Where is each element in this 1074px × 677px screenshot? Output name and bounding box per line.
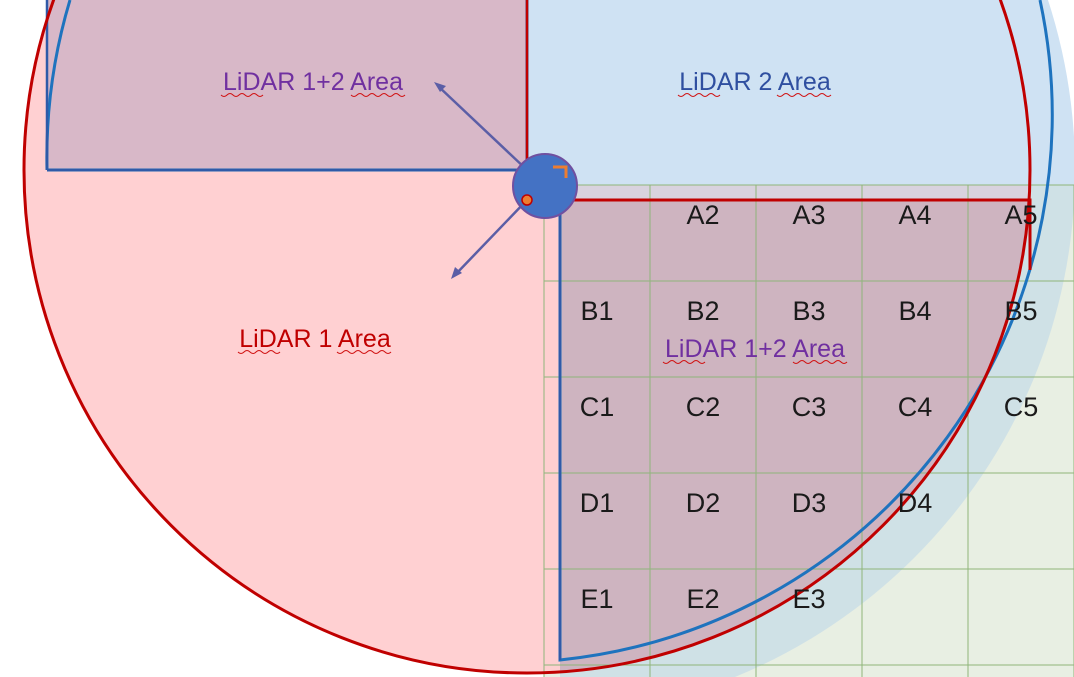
grid-cell-label: B2 [686, 296, 719, 326]
label-lidar1: LiDAR 1 Area [239, 325, 391, 353]
lidar1-grid-outline [527, 198, 1032, 270]
grid-cell-label: B4 [898, 296, 931, 326]
grid-cell-label: D4 [898, 488, 933, 518]
grid-cell-label: E3 [792, 584, 825, 614]
lidar-sensor [512, 153, 578, 219]
grid-cell-label: C1 [580, 392, 615, 422]
grid-cell-label: A5 [1004, 200, 1037, 230]
label-lidar12-top: LiDAR 1+2 Area [223, 68, 403, 96]
arrow-up-left [437, 85, 528, 171]
spell-underline-lidar2 [677, 93, 832, 97]
grid-cell-label: B5 [1004, 296, 1037, 326]
grid-cell-label: C3 [792, 392, 827, 422]
grid-cell-label: C4 [898, 392, 933, 422]
arrow-down-left [454, 199, 528, 276]
grid-cell-label: B3 [792, 296, 825, 326]
grid-cell-label: C2 [686, 392, 721, 422]
grid-lines [543, 184, 1074, 677]
label-lidar2: LiDAR 2 Area [679, 68, 831, 96]
grid-cell-label: D2 [686, 488, 721, 518]
arrow-head-up-left [434, 82, 446, 92]
grid-cell-label: E1 [580, 584, 613, 614]
grid-cell-label: A2 [686, 200, 719, 230]
grid-cell-label: B1 [580, 296, 613, 326]
grid-cell-label: A4 [898, 200, 931, 230]
label-lidar12-grid: LiDAR 1+2 Area [665, 335, 845, 363]
grid-cell-label: A3 [792, 200, 825, 230]
grid-cell-label: D3 [792, 488, 827, 518]
lidar1-boundary [22, 0, 1032, 675]
overlap-area-top [47, 0, 527, 170]
spell-underline-lidar12-grid [662, 360, 848, 364]
grid-cell-label: D1 [580, 488, 615, 518]
spell-underline-lidar12-top [220, 93, 406, 97]
arrow-head-down-left [451, 267, 462, 279]
grid-cell-label: E2 [686, 584, 719, 614]
sensor-mark-top [553, 165, 568, 178]
spell-underline-lidar1 [237, 350, 392, 354]
sensor-mark-dot [521, 194, 533, 206]
lidar2-coverage-area [527, 0, 1074, 185]
grid-cell-label: C5 [1004, 392, 1039, 422]
